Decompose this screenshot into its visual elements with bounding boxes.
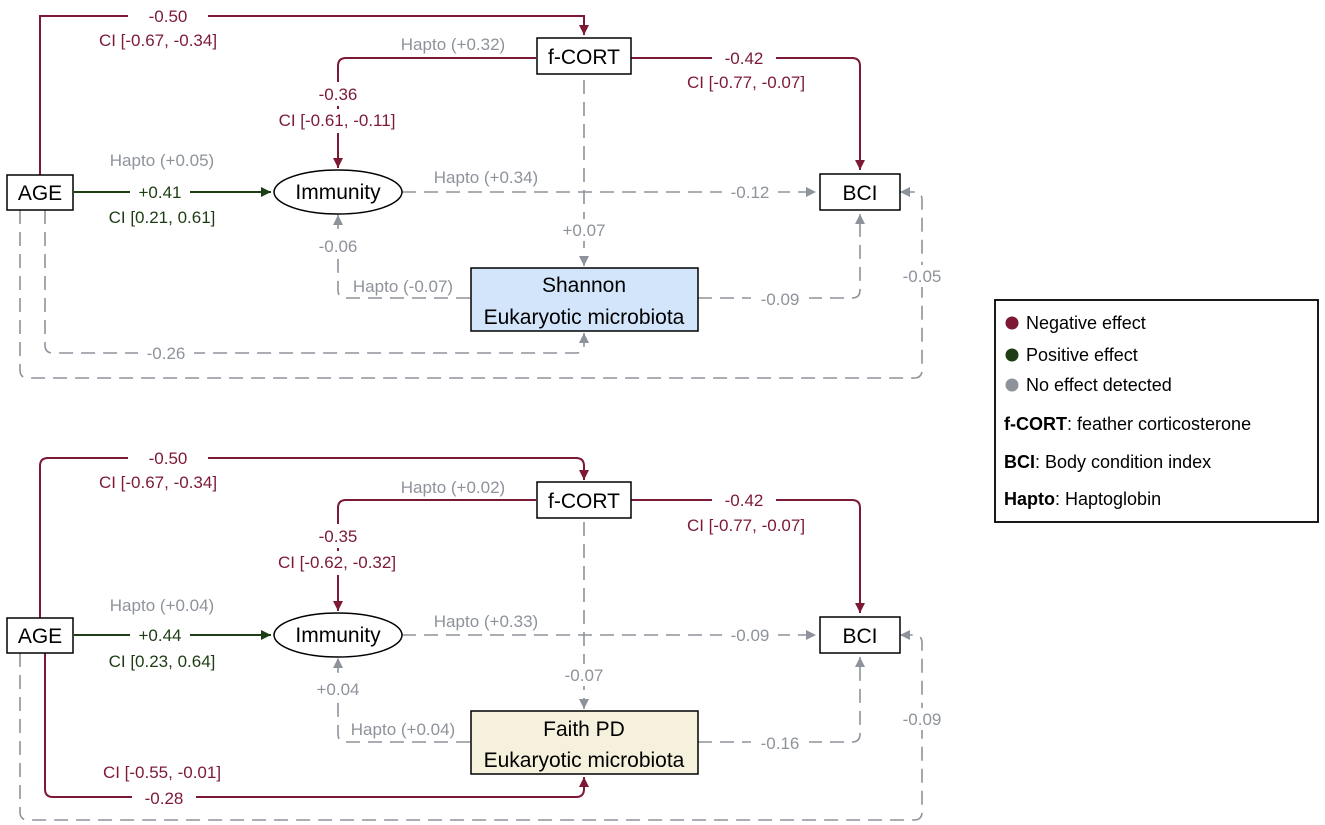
edge-micro-bci xyxy=(698,214,865,299)
label-coef: -0.07 xyxy=(565,666,604,685)
legend-bci-term: BCI xyxy=(1004,452,1035,472)
node-age xyxy=(6,617,74,654)
label-hapto: Hapto (+0.04) xyxy=(351,720,455,739)
legend-box xyxy=(994,299,1319,523)
negative-effect-dot-icon xyxy=(1005,316,1019,330)
edge-fcort-bci xyxy=(631,57,865,170)
edge-age-bci xyxy=(19,187,923,379)
node-bci xyxy=(819,616,901,654)
label-coef: -0.36 xyxy=(319,85,358,104)
label-ci: CI [-0.67, -0.34] xyxy=(99,31,217,50)
label-coef: -0.09 xyxy=(761,290,800,309)
edge-labels: -0.50 CI [-0.67, -0.34] Hapto (+0.02) -0… xyxy=(99,446,948,810)
node-immunity-label: Immunity xyxy=(295,181,381,204)
edge-fcort-immunity xyxy=(333,499,536,611)
legend-fcort-text: : feather corticosterone xyxy=(1067,414,1251,434)
legend-fcort-definition: f-CORT: feather corticosterone xyxy=(1004,414,1251,434)
label-ci: CI [-0.77, -0.07] xyxy=(687,516,805,535)
label-coef: -0.50 xyxy=(149,449,188,468)
node-age-label: AGE xyxy=(18,625,62,648)
node-microbiota-subtitle: Eukaryotic microbiota xyxy=(484,306,685,329)
edge-age-micro xyxy=(44,210,589,354)
node-fcort xyxy=(536,481,632,519)
label-ci: CI [0.23, 0.64] xyxy=(109,652,216,671)
node-microbiota-title: Shannon xyxy=(542,274,626,297)
edge-age-bci xyxy=(19,630,923,821)
label-coef: -0.42 xyxy=(725,491,764,510)
label-coef: -0.28 xyxy=(145,789,184,808)
label-hapto: Hapto (+0.04) xyxy=(110,596,214,615)
label-ci: CI [0.21, 0.61] xyxy=(109,208,216,227)
label-coef: -0.42 xyxy=(725,49,764,68)
node-age xyxy=(6,174,74,211)
edge-labels: -0.50 CI [-0.67, -0.34] Hapto (+0.32) -0… xyxy=(99,4,948,364)
label-coef: +0.44 xyxy=(138,626,181,645)
legend-none: No effect detected xyxy=(1026,375,1172,395)
label-hapto: Hapto (+0.34) xyxy=(434,168,538,187)
edge-micro-immunity xyxy=(333,658,470,743)
label-hapto: Hapto (+0.02) xyxy=(401,478,505,497)
node-fcort-label: f-CORT xyxy=(548,490,620,513)
legend-hapto-text: : Haptoglobin xyxy=(1055,489,1161,509)
edge-micro-immunity xyxy=(333,215,470,299)
legend-hapto-term: Hapto xyxy=(1004,489,1055,509)
label-coef: -0.26 xyxy=(147,344,186,363)
node-fcort-label: f-CORT xyxy=(548,46,620,69)
label-ci: CI [-0.77, -0.07] xyxy=(687,73,805,92)
label-ci: CI [-0.67, -0.34] xyxy=(99,473,217,492)
label-coef: +0.07 xyxy=(562,221,605,240)
panel-shannon: AGE f-CORT Immunity BCI Shannon Eukaryot… xyxy=(6,4,948,379)
node-immunity xyxy=(273,169,403,215)
node-microbiota-subtitle: Eukaryotic microbiota xyxy=(484,749,685,772)
label-coef: -0.35 xyxy=(319,527,358,546)
edge-age-fcort xyxy=(39,457,589,618)
no-effect-dot-icon xyxy=(1005,378,1019,392)
legend: Negative effect Positive effect No effec… xyxy=(994,299,1319,523)
label-hapto: Hapto (+0.32) xyxy=(401,35,505,54)
label-coef: +0.04 xyxy=(316,680,359,699)
label-coef: -0.16 xyxy=(761,734,800,753)
node-microbiota xyxy=(470,710,699,775)
label-coef: -0.09 xyxy=(903,710,942,729)
node-microbiota xyxy=(470,267,699,332)
label-ci: CI [-0.62, -0.32] xyxy=(278,553,396,572)
legend-bci-text: : Body condition index xyxy=(1035,452,1211,472)
label-coef: -0.50 xyxy=(149,7,188,26)
node-bci-label: BCI xyxy=(842,182,877,205)
label-coef: -0.05 xyxy=(903,267,942,286)
label-ci: CI [-0.61, -0.11] xyxy=(279,111,396,130)
label-coef: -0.09 xyxy=(731,626,770,645)
legend-bci-definition: BCI: Body condition index xyxy=(1004,452,1211,472)
node-bci-label: BCI xyxy=(842,625,877,648)
node-fcort xyxy=(536,37,632,75)
positive-effect-dot-icon xyxy=(1005,348,1019,362)
label-hapto: Hapto (-0.07) xyxy=(353,277,453,296)
node-bci xyxy=(819,173,901,211)
legend-positive: Positive effect xyxy=(1026,345,1138,365)
label-hapto: Hapto (+0.33) xyxy=(434,612,538,631)
legend-hapto-definition: Hapto: Haptoglobin xyxy=(1004,489,1161,509)
label-coef: -0.12 xyxy=(731,183,770,202)
legend-fcort-term: f-CORT xyxy=(1004,414,1067,434)
edge-age-fcort xyxy=(39,15,589,175)
legend-negative: Negative effect xyxy=(1026,313,1146,333)
label-coef: +0.41 xyxy=(138,183,181,202)
edge-age-micro xyxy=(44,653,589,798)
label-hapto: Hapto (+0.05) xyxy=(110,151,214,170)
edge-fcort-immunity xyxy=(333,57,536,168)
edge-micro-bci xyxy=(698,657,865,743)
edge-fcort-bci xyxy=(631,499,865,613)
node-immunity xyxy=(273,612,403,658)
node-microbiota-title: Faith PD xyxy=(543,718,625,741)
label-ci: CI [-0.55, -0.01] xyxy=(103,763,221,782)
node-immunity-label: Immunity xyxy=(295,624,381,647)
panel-faith-pd: AGE f-CORT Immunity BCI Faith PD Eukaryo… xyxy=(6,446,948,821)
label-coef: -0.06 xyxy=(319,237,358,256)
node-age-label: AGE xyxy=(18,182,62,205)
